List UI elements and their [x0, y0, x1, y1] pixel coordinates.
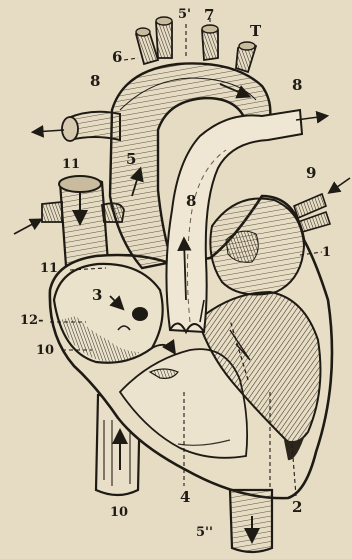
label-10-left: 10	[36, 344, 54, 357]
label-5: 5	[126, 152, 136, 167]
label-6: 6	[112, 50, 122, 65]
label-4: 4	[180, 490, 190, 505]
label-1: 1	[322, 246, 331, 259]
label-5-prime-top: 5'	[178, 8, 191, 21]
label-5-double-prime: 5''	[196, 526, 213, 539]
label-t: T	[250, 24, 261, 39]
label-7: 7	[204, 8, 214, 23]
label-8-left: 8	[90, 74, 100, 89]
label-9: 9	[306, 166, 316, 181]
label-11-left: 11	[40, 262, 58, 275]
label-8-right: 8	[292, 78, 302, 93]
label-8-center: 8	[186, 194, 196, 209]
label-10-bottom: 10	[110, 506, 128, 519]
label-11-upper: 11	[62, 158, 80, 171]
label-3: 3	[92, 288, 102, 303]
label-2: 2	[292, 500, 302, 515]
label-12: 12-	[20, 314, 44, 327]
